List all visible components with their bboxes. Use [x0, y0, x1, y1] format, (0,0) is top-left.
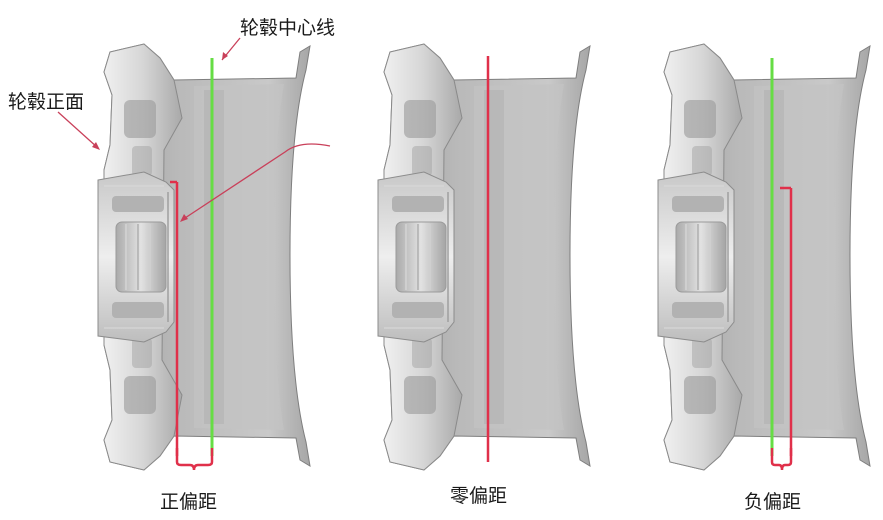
- offset-bracket-positive: [175, 448, 214, 471]
- wheel-section-positive: [97, 43, 311, 471]
- label-positive-offset: 正偏距: [160, 491, 217, 513]
- wheel-section-zero: [377, 43, 591, 471]
- label-hub-centerline: 轮毂中心线: [240, 17, 335, 39]
- wheel-section-negative: [657, 43, 871, 471]
- label-zero-offset: 零偏距: [450, 485, 507, 507]
- label-negative-offset: 负偏距: [744, 491, 801, 513]
- label-hub-face: 轮毂正面: [8, 91, 84, 113]
- arrow-hub-face: [57, 111, 100, 150]
- arrow-offset-pointer: [180, 143, 331, 222]
- offset-bracket-negative: [770, 448, 793, 471]
- arrow-hub-centerline: [221, 37, 241, 61]
